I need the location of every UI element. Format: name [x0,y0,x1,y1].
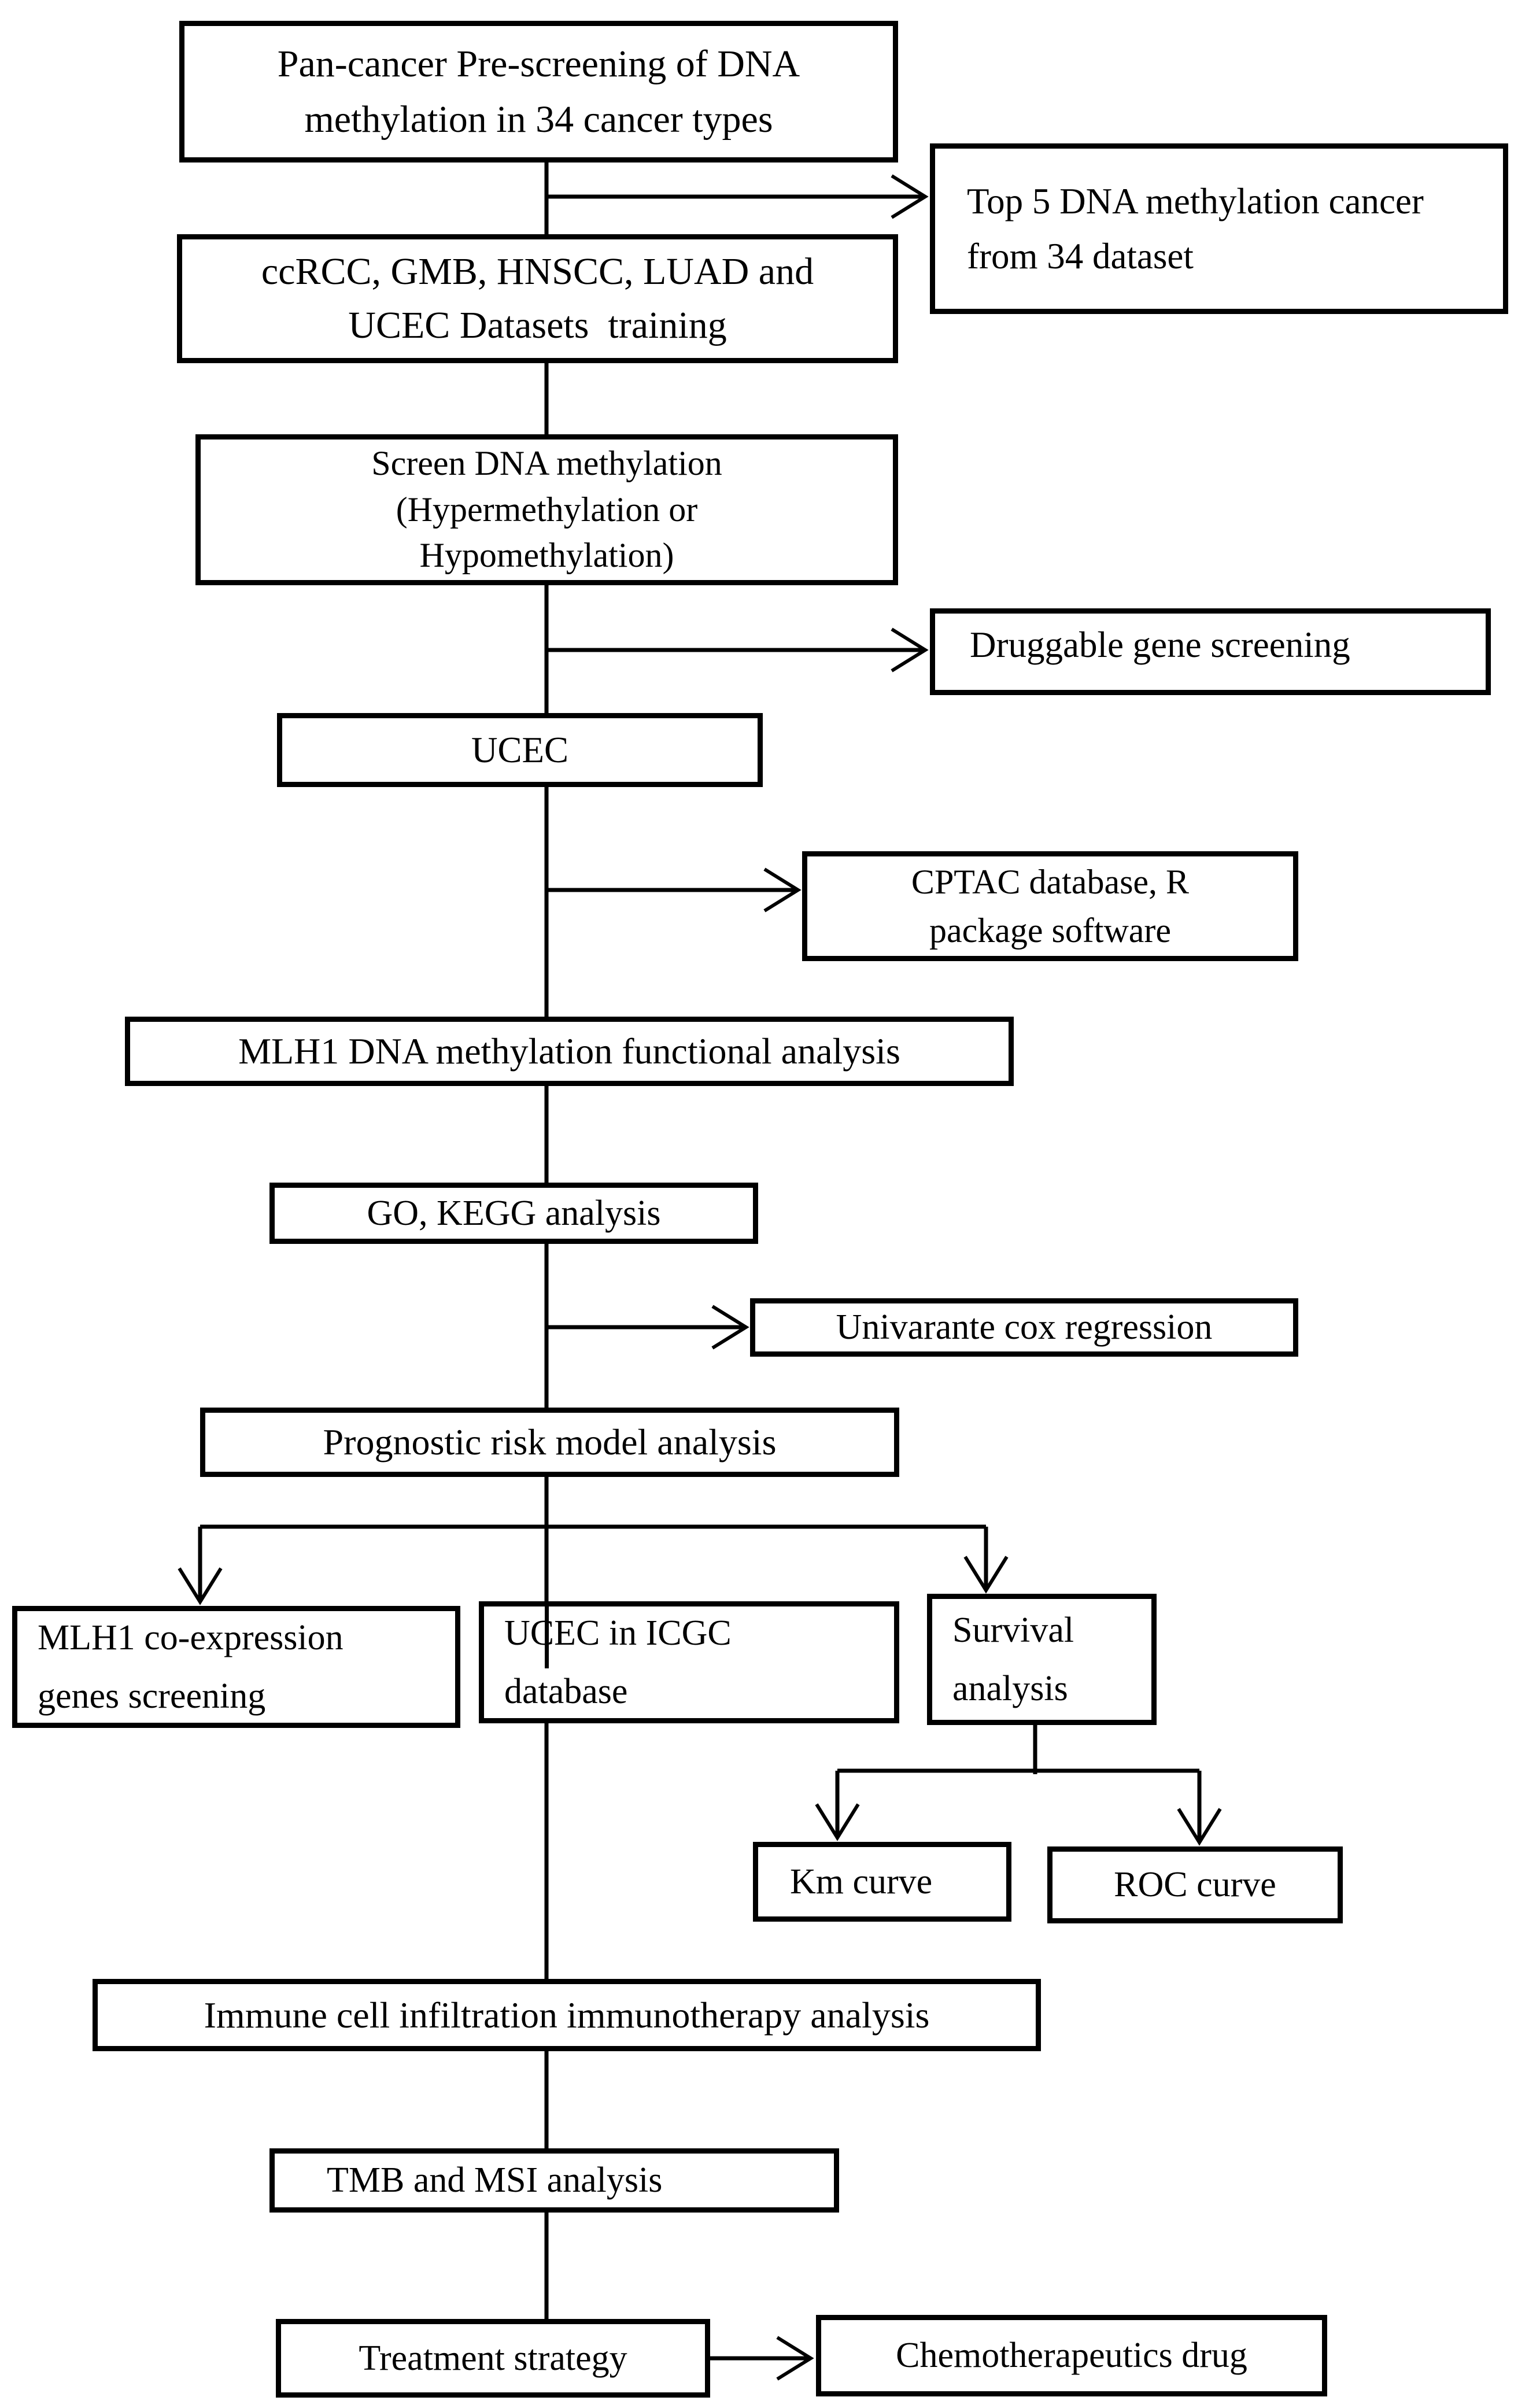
node-label: Km curve [790,1862,933,1901]
arrowhead-druggable [891,627,929,673]
node-label: database [504,1671,628,1711]
arrowhead-km [815,1803,860,1841]
node-label: Immune cell infiltration immunotherapy a… [204,1994,930,2036]
node-label: Pan-cancer Pre-screening of DNA [277,42,800,85]
connector-through-icgc-box [545,1601,549,1668]
arrowhead-chemo [776,2336,814,2381]
node-label: Hypomethylation) [419,536,674,575]
node-immune-infiltration-analysis: Immune cell infiltration immunotherapy a… [93,1979,1041,2051]
node-mlh1-functional-analysis: MLH1 DNA methylation functional analysis [125,1017,1014,1086]
node-pan-cancer-prescreening: Pan-cancer Pre-screening of DNA methylat… [179,21,898,162]
node-ucec: UCEC [277,713,763,787]
node-label: ROC curve [1114,1865,1276,1904]
node-survival-analysis: Survival analysis [927,1594,1157,1725]
node-ucec-icgc-database: UCEC in ICGC database [479,1601,899,1723]
node-label: genes screening [38,1676,266,1716]
arrowhead-cptac [763,867,802,913]
node-label: package software [929,911,1172,950]
node-tmb-msi-analysis: TMB and MSI analysis [269,2148,839,2213]
node-label: Druggable gene screening [970,625,1350,665]
arrowhead-roc [1177,1808,1222,1846]
node-label: CPTAC database, R [911,863,1190,901]
node-label: UCEC in ICGC [504,1613,732,1653]
node-screen-dna-methylation: Screen DNA methylation (Hypermethylation… [195,434,898,585]
arrowhead-top5 [891,174,929,219]
node-label: Top 5 DNA methylation cancer [967,181,1424,221]
node-label: UCEC Datasets training [348,304,727,346]
node-label: MLH1 DNA methylation functional analysis [238,1031,900,1072]
node-label: UCEC [471,729,569,770]
node-label: ccRCC, GMB, HNSCC, LUAD and [261,250,814,293]
node-prognostic-risk-model: Prognostic risk model analysis [200,1408,899,1477]
node-label: (Hypermethylation or [396,490,698,529]
node-roc-curve: ROC curve [1047,1846,1343,1923]
node-cptac-database: CPTAC database, R package software [802,851,1298,961]
node-datasets-training: ccRCC, GMB, HNSCC, LUAD and UCEC Dataset… [177,234,898,363]
node-label: Screen DNA methylation [371,444,722,482]
node-go-kegg-analysis: GO, KEGG analysis [269,1183,758,1244]
node-mlh1-coexpression-screening: MLH1 co-expression genes screening [12,1606,460,1728]
node-label: analysis [952,1668,1068,1708]
node-label: Survival [952,1611,1074,1650]
node-label: Prognostic risk model analysis [323,1421,777,1462]
arrowhead-coexpression [178,1567,223,1605]
node-label: from 34 dataset [967,235,1194,276]
node-druggable-gene-screening: Druggable gene screening [930,608,1491,695]
arrowhead-survival [963,1556,1009,1594]
node-label: GO, KEGG analysis [367,1193,661,1233]
node-label: MLH1 co-expression [38,1618,344,1658]
arrowhead-cox [711,1305,749,1350]
node-top5-methylation-cancer: Top 5 DNA methylation cancer from 34 dat… [930,143,1508,314]
node-label: Univarante cox regression [836,1308,1213,1347]
node-label: Treatment strategy [359,2338,627,2378]
node-label: Chemotherapeutics drug [896,2336,1247,2375]
node-label: methylation in 34 cancer types [304,98,773,141]
node-chemotherapeutics-drug: Chemotherapeutics drug [816,2315,1327,2396]
node-km-curve: Km curve [753,1842,1011,1922]
node-univariate-cox-regression: Univarante cox regression [750,1298,1298,1357]
node-treatment-strategy: Treatment strategy [276,2319,710,2398]
node-label: TMB and MSI analysis [327,2160,663,2200]
